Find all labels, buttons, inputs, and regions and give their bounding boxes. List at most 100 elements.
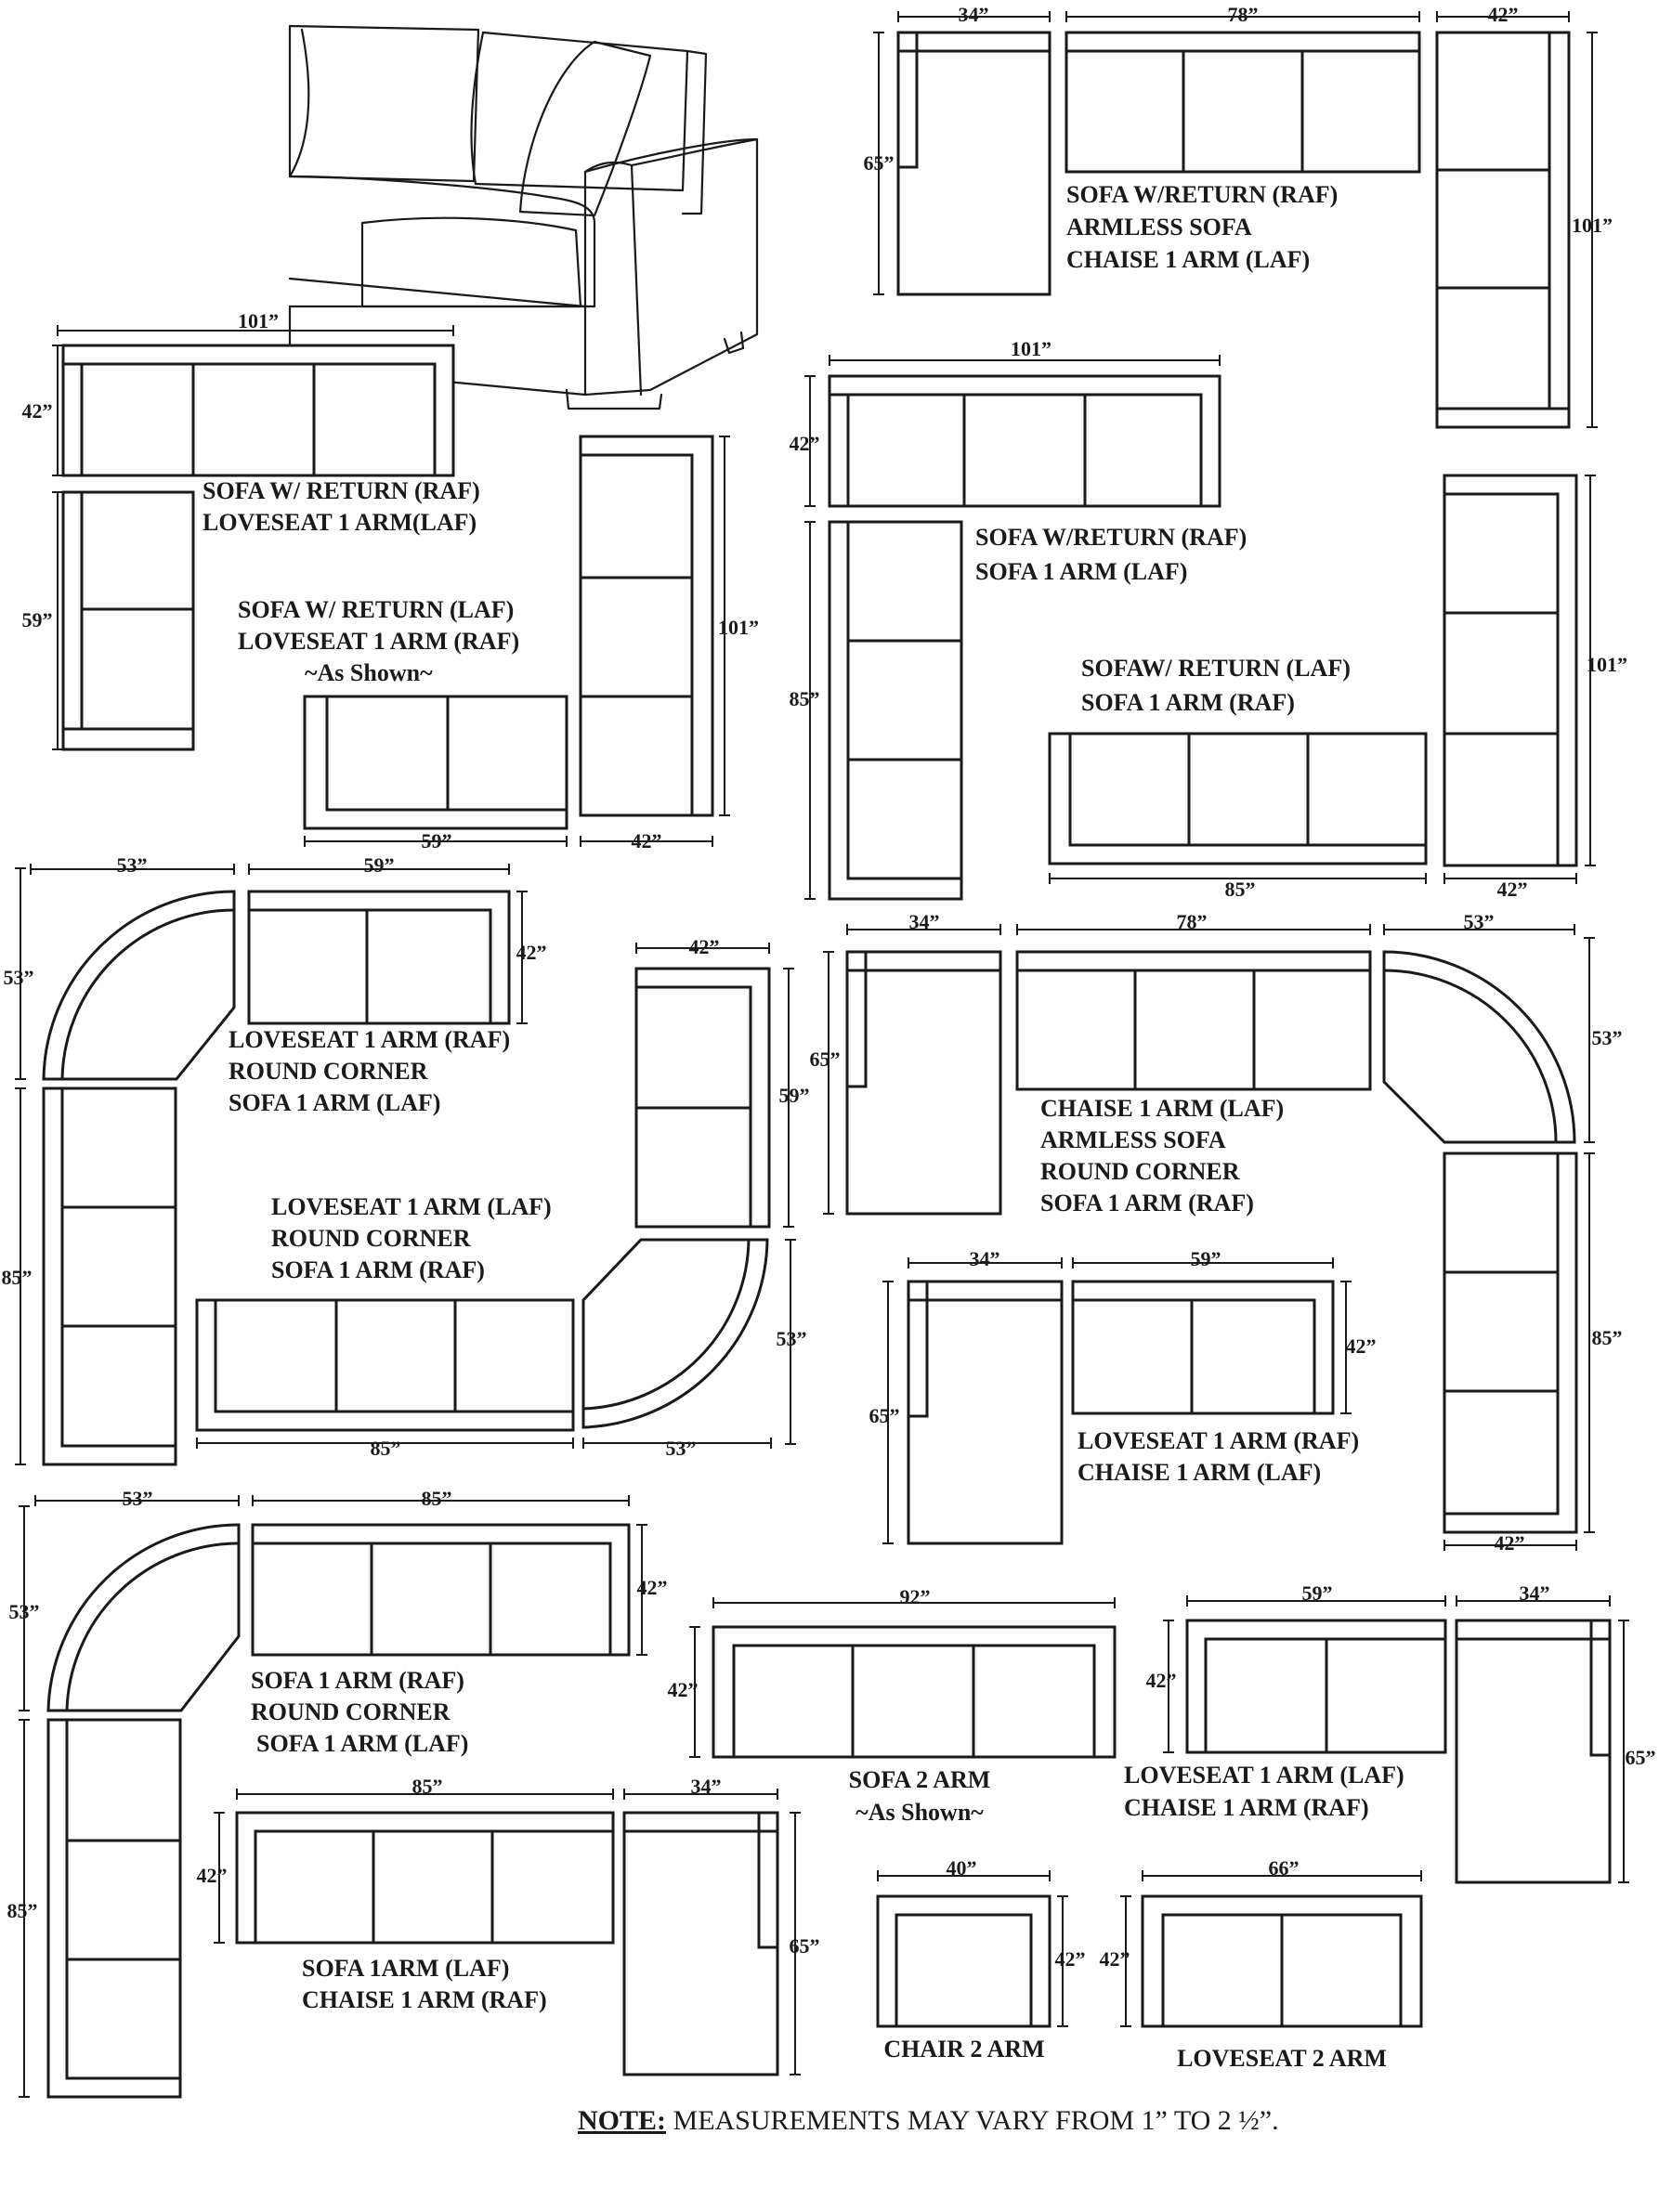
config-caption: ARMLESS SOFA	[1040, 1126, 1226, 1153]
config-caption: LOVESEAT 1 ARM (LAF)	[1124, 1762, 1404, 1789]
group-sofa-return-raf-loveseat: 101” 42” 59” SOFA W/ RETURN (RAF) LOVESE…	[22, 309, 480, 751]
config-caption: SOFA 2 ARM	[849, 1766, 991, 1793]
config-caption: SOFAW/ RETURN (LAF)	[1081, 655, 1351, 682]
dim-label: 85”	[7, 1899, 38, 1922]
dim-label: 85”	[412, 1775, 443, 1798]
group-sofa-return-raf-sofa: 101” 42” 85” SOFA W/RETURN (RAF) SOFA 1 …	[790, 337, 1247, 901]
config-caption: ARMLESS SOFA	[1066, 214, 1252, 241]
dim-label: 78”	[1177, 910, 1208, 933]
sofa-return-raf-piece	[61, 344, 455, 477]
sofa-return-raf-piece	[1435, 31, 1571, 429]
config-caption: ROUND CORNER	[1040, 1158, 1240, 1185]
dim-label: 53”	[4, 966, 34, 989]
config-caption: SOFA W/ RETURN (LAF)	[238, 596, 514, 623]
dim-label: 42”	[1495, 1531, 1525, 1555]
group-loveseat-2-arm: 66” 42” LOVESEAT 2 ARM	[1100, 1856, 1423, 2072]
dim-label: 92”	[900, 1585, 931, 1608]
dim-label: 85”	[1225, 878, 1256, 901]
dim-label: 34”	[691, 1775, 722, 1798]
config-caption: SOFA 1 ARM (RAF)	[1040, 1190, 1254, 1217]
dim-label: 34”	[909, 910, 940, 933]
group-loveseat-raf-round-corner-sofa: 53” 59” 53” 42” 85” LOVESEAT 1 ARM (RAF)…	[2, 853, 547, 1466]
dim-label: 65”	[1626, 1746, 1656, 1769]
group-sofa-return-laf-sofa: 85” 42” 101” SOFAW/ RETURN (LAF) SOFA 1 …	[1048, 474, 1627, 901]
sofa-1-arm-laf-piece	[235, 1811, 615, 1945]
loveseat-1-arm-laf-piece	[634, 967, 771, 1229]
dim-label: 65”	[869, 1404, 900, 1427]
group-loveseat-raf-chaise-laf: 34” 59” 65” 42” LOVESEAT 1 ARM (RAF) CHA…	[869, 1247, 1377, 1545]
dim-label: 40”	[947, 1856, 977, 1880]
config-caption: LOVESEAT 1 ARM (RAF)	[229, 1026, 510, 1053]
chaise-1-arm-raf-piece	[1455, 1619, 1612, 1884]
dim-label: 65”	[864, 151, 895, 175]
chaise-1-arm-laf-piece	[896, 31, 1052, 296]
config-caption: SOFA W/RETURN (RAF)	[1066, 181, 1338, 208]
dim-label: 59”	[1191, 1247, 1221, 1270]
config-caption: LOVESEAT 2 ARM	[1177, 2045, 1387, 2072]
chaise-1-arm-raf-piece	[622, 1811, 779, 2076]
dim-label: 66”	[1269, 1856, 1300, 1880]
dim-label: 34”	[970, 1247, 1000, 1270]
sofa-2-arm-piece	[712, 1625, 1117, 1759]
config-caption: SOFA 1ARM (LAF)	[302, 1955, 509, 1982]
dim-label: 101”	[1587, 653, 1627, 676]
config-caption: LOVESEAT 1 ARM (RAF)	[238, 628, 519, 655]
config-caption: LOVESEAT 1 ARM (RAF)	[1078, 1427, 1359, 1454]
config-caption: SOFA 1 ARM (LAF)	[229, 1089, 440, 1116]
dim-label: 59”	[779, 1084, 810, 1107]
group-loveseat-laf-round-corner-sofa: 42” 59” 53” 85” 53” LOVESEAT 1 ARM (LAF)…	[195, 935, 810, 1460]
group-sofa-return-laf-loveseat: 59” 42” 101” SOFA W/ RETURN (LAF) LOVESE…	[238, 435, 759, 852]
config-caption: ROUND CORNER	[229, 1058, 428, 1085]
sofa-return-raf-piece	[828, 374, 1221, 508]
dim-label: 85”	[790, 687, 820, 710]
loveseat-1-arm-raf-piece	[247, 890, 511, 1025]
dim-label: 42”	[1100, 1947, 1130, 1971]
loveseat-1-arm-laf-piece	[61, 490, 195, 751]
dim-label: 53”	[666, 1437, 697, 1460]
config-caption: CHAISE 1 ARM (RAF)	[302, 1986, 547, 2013]
dim-label: 42”	[790, 432, 820, 455]
config-caption: CHAISE 1 ARM (RAF)	[1124, 1794, 1369, 1821]
dim-label: 42”	[1055, 1947, 1086, 1971]
config-caption: CHAIR 2 ARM	[883, 2036, 1044, 2062]
chair-2-arm-piece	[876, 1894, 1052, 2028]
config-caption: CHAISE 1 ARM (LAF)	[1066, 246, 1310, 273]
config-caption: CHAISE 1 ARM (LAF)	[1040, 1095, 1284, 1122]
config-caption: SOFA W/ RETURN (RAF)	[202, 477, 480, 504]
dim-label: 59”	[1302, 1581, 1333, 1605]
dim-label: 101”	[718, 616, 759, 639]
config-caption: SOFA 1 ARM (LAF)	[256, 1730, 468, 1757]
note-text: MEASUREMENTS MAY VARY FROM 1” TO 2 ½”.	[666, 2105, 1279, 2136]
group-sofa-laf-chaise-raf: 85” 34” 42” 65” SOFA 1ARM (LAF) CHAISE 1…	[197, 1775, 820, 2076]
dim-label: 53”	[777, 1327, 807, 1350]
sofa-1-arm-laf-piece	[42, 1086, 177, 1466]
chaise-1-arm-laf-piece	[907, 1280, 1064, 1545]
armless-sofa-piece	[1015, 950, 1372, 1091]
armless-sofa-piece	[1065, 31, 1421, 174]
round-corner-piece	[42, 890, 236, 1081]
config-caption: ~As Shown~	[856, 1799, 984, 1826]
chaise-1-arm-laf-piece	[845, 950, 1002, 1216]
dim-label: 85”	[2, 1266, 33, 1289]
group-loveseat-laf-chaise-raf: 59” 34” 42” 65” LOVESEAT 1 ARM (LAF) CHA…	[1124, 1581, 1656, 1884]
dim-label: 34”	[1520, 1581, 1550, 1605]
loveseat-1-arm-laf-piece	[1185, 1619, 1447, 1754]
dim-label: 42”	[1346, 1334, 1377, 1358]
config-caption: SOFA 1 ARM (RAF)	[1081, 689, 1295, 716]
group-chaise-armless-round-corner-sofa: 34” 78” 53” 65” 53” 85” 42” CHAISE 1 ARM…	[810, 910, 1623, 1555]
sofa-1-arm-raf-piece	[251, 1523, 631, 1657]
dim-label: 42”	[1488, 3, 1519, 26]
dim-label: 42”	[22, 399, 53, 423]
note-label: NOTE:	[578, 2105, 666, 2136]
config-caption: SOFA W/RETURN (RAF)	[975, 524, 1247, 551]
dim-label: 59”	[22, 608, 53, 631]
dim-label: 42”	[668, 1678, 699, 1701]
dim-label: 59”	[422, 829, 452, 852]
dim-label: 101”	[238, 309, 279, 332]
dim-label: 53”	[1464, 910, 1495, 933]
loveseat-1-arm-raf-piece	[1071, 1280, 1335, 1415]
dim-label: 101”	[1011, 337, 1052, 360]
dim-label: 53”	[1592, 1026, 1623, 1049]
group-sofa-return-raf-armless-chaise: 34” 78” 42” 65” 101” SOFA W/RETURN (RAF)…	[864, 3, 1613, 429]
config-caption: ROUND CORNER	[271, 1225, 471, 1252]
